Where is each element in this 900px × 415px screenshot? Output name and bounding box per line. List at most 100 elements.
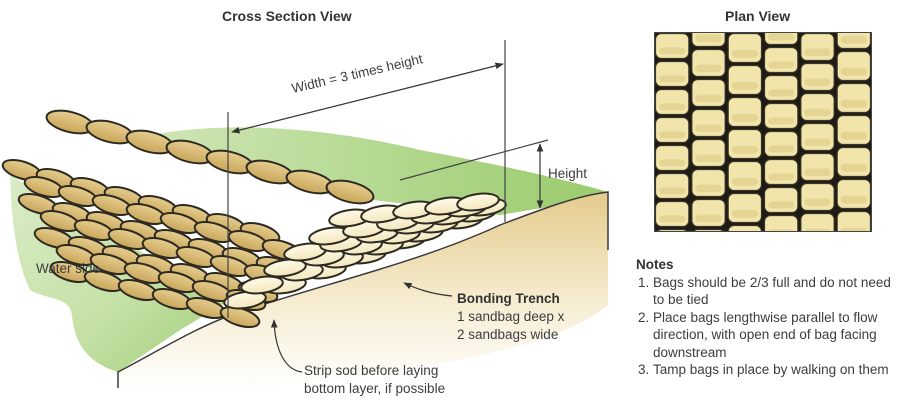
plan-view-sandbag-shading xyxy=(840,195,867,204)
notes-section: Notes Bags should be 2/3 full and do not… xyxy=(636,256,898,379)
plan-view-sandbag-shading xyxy=(659,215,686,223)
plan-view-sandbag-shading xyxy=(659,75,686,83)
plan-view-sandbag-shading xyxy=(659,103,686,111)
water-side-label: Water side xyxy=(36,261,101,276)
plan-view-sandbag xyxy=(800,92,835,122)
plan-view-title: Plan View xyxy=(725,8,791,24)
plan-view-sandbag xyxy=(727,192,763,224)
sandbag-levee xyxy=(1,109,507,329)
plan-view-sandbag xyxy=(800,122,835,152)
plan-view-sandbag-shading xyxy=(695,124,722,132)
strip-sod-line1: Strip sod before laying xyxy=(304,363,439,378)
plan-view-sandbag xyxy=(727,64,763,96)
plan-view-sandbag xyxy=(654,88,690,116)
plan-view-sandbag xyxy=(654,60,690,88)
plan-view-sandbag-shading xyxy=(840,131,867,140)
notes-list: Bags should be 2/3 full and do not need … xyxy=(636,274,898,379)
plan-view-sandbag xyxy=(800,182,835,212)
plan-view-sandbag-shading xyxy=(659,131,686,139)
plan-view-sandbag-shading xyxy=(731,145,758,154)
plan-view-sandbag xyxy=(836,178,872,210)
plan-view-sandbag-shading xyxy=(768,201,795,209)
plan-view-sandbag-shading xyxy=(659,187,686,195)
plan-view-sandbag xyxy=(763,102,799,130)
plan-view-sandbag xyxy=(654,172,690,200)
sandbag-cross-section xyxy=(240,275,284,295)
plan-view-sandbag xyxy=(654,32,690,60)
note-item: Place bags lengthwise parallel to flow d… xyxy=(653,309,898,362)
plan-view-sandbag xyxy=(800,62,835,92)
plan-view-sandbag-shading xyxy=(659,159,686,167)
plan-view-sandbag xyxy=(836,82,872,114)
plan-view-sandbag xyxy=(836,114,872,146)
plan-view-sandbag xyxy=(763,130,799,158)
strip-sod-leader-arrow xyxy=(270,319,303,373)
sandbag xyxy=(325,179,375,205)
plan-view-sandbag-shading xyxy=(695,154,722,162)
plan-view-sandbag-shading xyxy=(695,64,722,72)
plan-view-sandbag-shading xyxy=(768,33,795,41)
land-side-grass xyxy=(150,127,608,215)
plan-view-sandbag-shading xyxy=(659,47,686,55)
plan-view-sandbag xyxy=(763,74,799,102)
plan-view-sandbag-shading xyxy=(840,35,867,44)
plan-view-sandbag xyxy=(654,144,690,172)
plan-view-sandbag-shading xyxy=(768,117,795,125)
plan-view-sandbag xyxy=(800,32,835,62)
bonding-trench-line2: 2 sandbags wide xyxy=(457,327,559,342)
plan-view-sandbag-shading xyxy=(731,49,758,58)
sandbag-cross-section xyxy=(456,192,500,212)
plan-view-sandbag-shading xyxy=(731,209,758,218)
plan-view-sandbag xyxy=(727,96,763,128)
plan-view-sandbag-shading xyxy=(768,61,795,69)
plan-view-diagram xyxy=(654,32,872,232)
plan-view-sandbag xyxy=(727,32,763,64)
ground-soil xyxy=(118,192,608,391)
plan-view-sandbag xyxy=(836,146,872,178)
plan-view-sandbag xyxy=(691,78,726,108)
bonding-trench-callout: Bonding Trench 1 sandbag deep x 2 sandba… xyxy=(457,290,564,344)
plan-view-sandbag xyxy=(727,128,763,160)
plan-view-sandbag-shading xyxy=(840,99,867,108)
plan-view-sandbag xyxy=(800,212,835,232)
plan-view-sandbag-shading xyxy=(840,67,867,76)
plan-view-sandbag xyxy=(763,158,799,186)
cross-section-title: Cross Section View xyxy=(222,8,352,24)
plan-view-sandbag-shading xyxy=(695,214,722,222)
plan-view-sandbag-shading xyxy=(731,177,758,186)
plan-view-sandbag xyxy=(691,108,726,138)
plan-view-sandbag xyxy=(800,152,835,182)
plan-view-sandbag-shading xyxy=(768,145,795,153)
plan-view-sandbag-shading xyxy=(731,113,758,122)
sandbag-cross-section xyxy=(263,258,307,278)
plan-view-sandbag xyxy=(691,198,726,228)
plan-view-sandbag xyxy=(836,50,872,82)
plan-view-sandbag-shading xyxy=(768,89,795,97)
note-item: Tamp bags in place by walking on them xyxy=(653,361,898,379)
plan-view-sandbag xyxy=(691,138,726,168)
plan-view-sandbag xyxy=(763,214,799,232)
height-label: Height xyxy=(548,166,588,181)
ground-profile-line xyxy=(117,191,609,388)
plan-view-sandbag-shading xyxy=(804,138,831,146)
plan-view-sandbag xyxy=(691,48,726,78)
strip-sod-callout: Strip sod before laying bottom layer, if… xyxy=(304,362,445,398)
plan-view-frame xyxy=(654,32,872,232)
plan-view-sandbag-shading xyxy=(768,173,795,181)
plan-view-sandbag xyxy=(654,116,690,144)
plan-view-sandbag-shading xyxy=(804,78,831,86)
plan-view-sandbag-shading xyxy=(695,94,722,102)
plan-view-sandbag xyxy=(691,168,726,198)
bonding-trench-title: Bonding Trench xyxy=(457,291,560,306)
plan-view-sandbag-shading xyxy=(804,48,831,56)
plan-view-sandbag xyxy=(727,160,763,192)
strip-sod-line2: bottom layer, if possible xyxy=(304,381,446,396)
plan-view-sandbag-shading xyxy=(804,198,831,206)
plan-view-sandbag xyxy=(763,186,799,214)
height-top-extension-line xyxy=(399,139,549,181)
plan-view-sandbag xyxy=(836,210,872,232)
note-item: Bags should be 2/3 full and do not need … xyxy=(653,274,898,309)
plan-view-sandbag xyxy=(727,224,763,232)
plan-view-sandbag-shading xyxy=(695,34,722,42)
